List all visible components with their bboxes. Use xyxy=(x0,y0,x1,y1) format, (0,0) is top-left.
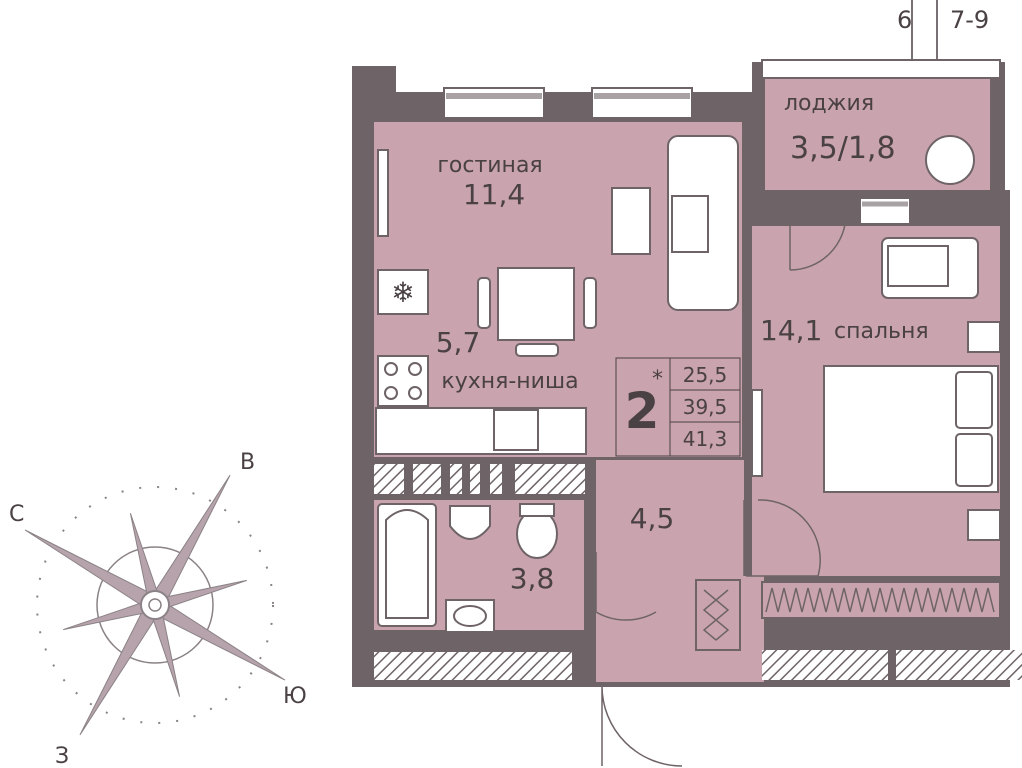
armchair xyxy=(881,237,979,299)
coffee-table xyxy=(611,187,651,255)
kitchen-counter xyxy=(375,407,587,455)
fridge xyxy=(377,269,429,315)
apartment-summary: 2 * 25,5 39,5 41,3 xyxy=(615,357,741,457)
hall-area: 4,5 xyxy=(630,502,675,535)
bedroom-wardrobe xyxy=(751,389,763,477)
furniture-bedroom xyxy=(751,237,1001,541)
area-total: 39,5 xyxy=(683,395,728,419)
loggia-name: лоджия xyxy=(784,91,874,116)
compass-rose xyxy=(24,474,286,736)
dining-table xyxy=(497,267,575,341)
sink xyxy=(493,409,539,451)
door-bedroom xyxy=(743,499,821,577)
living-name: гостиная xyxy=(437,153,542,178)
door-loggia xyxy=(789,212,847,271)
doors xyxy=(595,212,847,767)
compass-north: С xyxy=(9,502,24,527)
bedroom-name: спальня xyxy=(834,319,929,344)
stove xyxy=(377,355,429,407)
living-area: 11,4 xyxy=(463,178,525,211)
toilet xyxy=(516,509,558,559)
compass-west: З xyxy=(55,744,69,768)
bedroom-area: 14,1 xyxy=(760,314,822,347)
floor-range-label: 7-9 xyxy=(950,6,989,34)
furniture-living: ❄ xyxy=(375,135,739,455)
snowflake-icon: ❄ xyxy=(391,276,414,309)
kitchen-name: кухня-ниша xyxy=(441,369,578,394)
window-living-2 xyxy=(591,87,693,119)
nightstand-top xyxy=(967,321,1001,353)
window-loggia xyxy=(761,59,1001,79)
rooms-star: * xyxy=(652,367,663,392)
door-bathroom xyxy=(595,552,657,621)
compass-south: Ю xyxy=(283,684,307,709)
loggia-chair xyxy=(925,135,975,185)
door-entrance xyxy=(601,685,683,767)
window-living-1 xyxy=(443,87,545,119)
floor-current-label: 6 xyxy=(897,6,912,34)
wardrobe-shelf xyxy=(377,149,389,237)
compass: С В Ю З xyxy=(9,450,307,768)
area-living: 25,5 xyxy=(683,363,728,387)
loggia-area: 3,5/1,8 xyxy=(790,131,896,166)
sofa xyxy=(667,135,739,311)
room-hall-ext xyxy=(744,576,764,682)
furniture-bathroom xyxy=(377,503,558,633)
kitchen-area: 5,7 xyxy=(436,326,481,359)
area-with-loggia: 41,3 xyxy=(683,427,728,451)
room-labels: гостиная 11,4 5,7 кухня-ниша лоджия 3,5/… xyxy=(436,91,929,595)
hatched-walls xyxy=(374,464,1022,680)
bathroom-area: 3,8 xyxy=(510,562,555,595)
rooms-count: 2 xyxy=(625,382,660,440)
washbasin xyxy=(449,505,491,540)
nightstand-bottom xyxy=(967,509,1001,541)
furniture-loggia xyxy=(925,135,975,185)
compass-east: В xyxy=(240,450,255,475)
windows xyxy=(443,59,1001,225)
